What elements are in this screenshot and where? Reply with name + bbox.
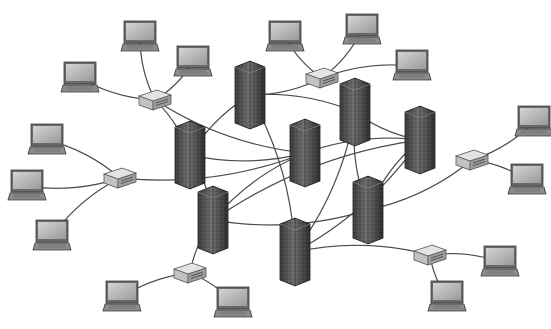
network-switch-icon: [102, 167, 138, 189]
laptop-icon: [265, 20, 305, 52]
laptop-icon: [514, 105, 551, 137]
nodes-layer: [7, 13, 551, 318]
network-switch-icon: [412, 244, 448, 266]
server-tower-icon: [352, 175, 384, 245]
laptop-icon: [120, 20, 160, 52]
network-switch-icon: [137, 89, 173, 111]
server-tower-icon: [289, 118, 321, 188]
laptop-icon: [342, 13, 382, 45]
link-sw3-s3: [119, 152, 306, 181]
laptop-icon: [32, 219, 72, 251]
server-tower-icon: [234, 60, 266, 130]
laptop-icon: [392, 49, 432, 81]
server-tower-icon: [174, 120, 206, 190]
link-s1-s6: [249, 93, 356, 113]
laptop-icon: [507, 163, 547, 195]
link-sw2-s3: [154, 99, 306, 154]
laptop-icon: [27, 123, 67, 155]
laptop-icon: [60, 61, 100, 93]
laptop-icon: [7, 169, 47, 201]
network-switch-icon: [304, 67, 340, 89]
laptop-icon: [213, 286, 253, 318]
laptop-icon: [102, 280, 142, 312]
link-sw5-s5: [294, 244, 431, 256]
server-tower-icon: [279, 217, 311, 287]
laptop-icon: [427, 280, 467, 312]
server-tower-icon: [404, 105, 436, 175]
server-tower-icon: [339, 77, 371, 147]
network-switch-icon: [172, 262, 208, 284]
server-tower-icon: [197, 185, 229, 255]
laptop-icon: [173, 45, 213, 77]
network-switch-icon: [454, 149, 490, 171]
laptop-icon: [480, 245, 520, 277]
